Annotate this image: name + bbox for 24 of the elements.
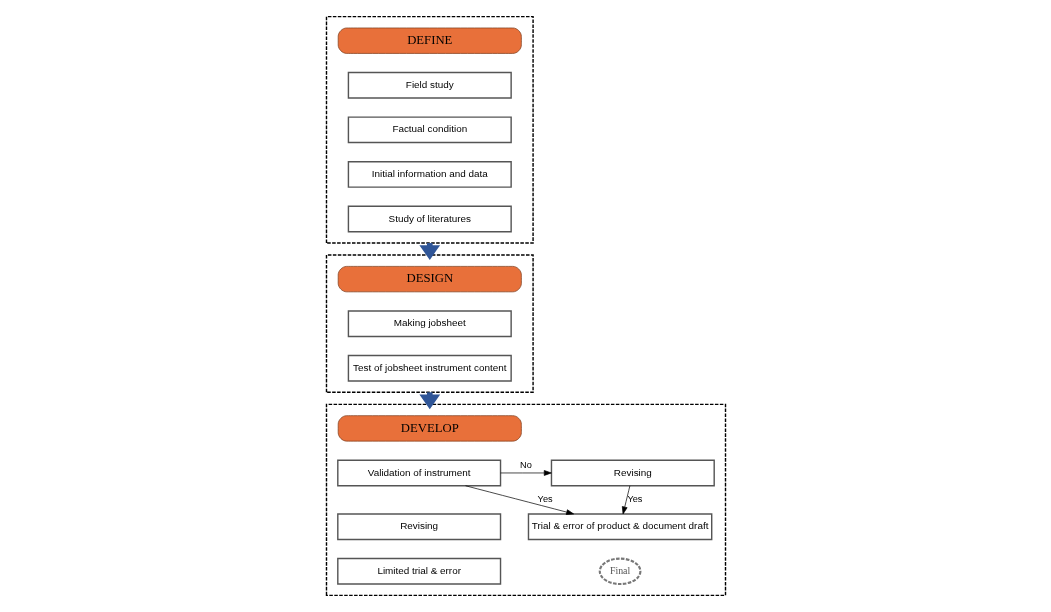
node-box: Making jobsheet [347, 310, 512, 338]
node-ellipse: Final [598, 557, 641, 586]
arrow [499, 470, 552, 476]
cluster [325, 254, 534, 393]
node-box: Limited trial & error [336, 557, 501, 585]
arrow [621, 485, 630, 515]
edge-label: Yes [537, 494, 553, 505]
cluster [325, 15, 534, 244]
node-box: DEVELOP [337, 415, 522, 442]
edge-label: Yes [626, 494, 642, 505]
node-box: Field study [347, 71, 512, 99]
node-box: DESIGN [337, 266, 522, 293]
node-box: Initial information and data [347, 160, 512, 188]
cluster [325, 403, 726, 597]
edge-label: No [519, 460, 532, 471]
node-box: Study of literatures [347, 205, 512, 233]
node-box: Validation of instrument [336, 459, 501, 487]
arrow [464, 485, 574, 515]
node-box: Revising [550, 459, 715, 487]
node-box: Trial & error of product & document draft [527, 513, 712, 541]
node-box: DEFINE [337, 27, 522, 54]
node-box: Revising [336, 513, 501, 541]
node-box: Factual condition [347, 116, 512, 144]
node-box: Test of jobsheet instrument content [347, 354, 512, 382]
